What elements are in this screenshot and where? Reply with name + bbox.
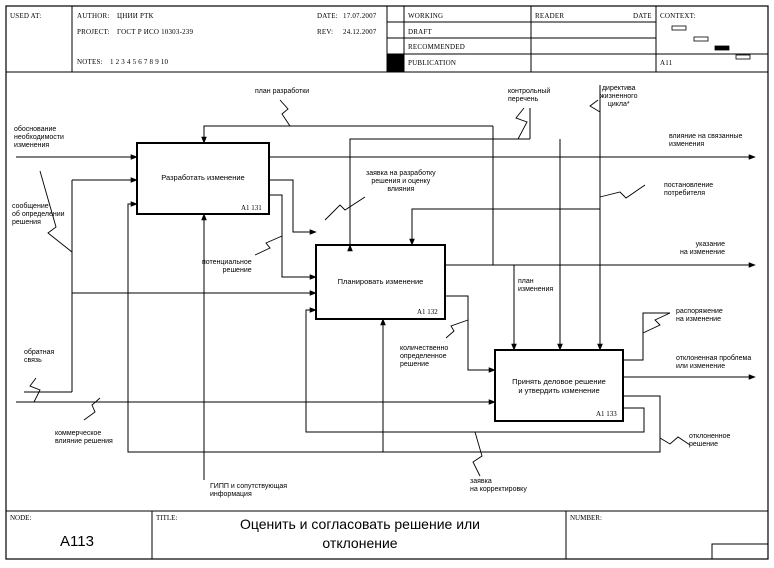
notes-label: NOTES: (77, 58, 103, 66)
rev-label: REV: (317, 28, 334, 36)
status-working: WORKING (408, 12, 444, 20)
label-rejected-problem: отклоненная проблема или изменение (676, 355, 752, 370)
box-a1132 (315, 244, 446, 320)
node-value: A113 (60, 533, 94, 550)
arrow-consumer-decision (409, 208, 600, 246)
context-node: A11 (660, 59, 673, 67)
box-a1131 (136, 142, 270, 215)
label-directive: директива жизненного цикла* (600, 85, 638, 108)
notes-value: 1 2 3 4 5 6 7 8 9 10 (110, 58, 169, 66)
node-label: NODE: (10, 514, 32, 522)
arrow-rejected-solution (127, 201, 661, 453)
date-value: 17.07.2007 (343, 12, 377, 20)
label-potential-solution: потенциальное решение (202, 259, 252, 274)
box-a1133-id: A1 133 (596, 410, 617, 418)
arrow-control-list (347, 138, 530, 252)
label-justification: обоснование необходимости изменения (14, 126, 64, 149)
footer-grid (6, 510, 769, 560)
label-rejected-solution: отклоненное решение (689, 433, 731, 448)
author-label: AUTHOR: (77, 12, 110, 20)
label-order: распоряжение на изменение (676, 308, 723, 323)
arrow-order (623, 312, 670, 361)
label-request: заявка на разработку решения и оценку вл… (366, 170, 436, 193)
date-label: DATE: (317, 12, 338, 20)
publication-marker (387, 54, 404, 72)
author-value: ЦНИИ РТК (117, 12, 154, 20)
label-gipp: ГИПП и сопутствующая информация (210, 483, 288, 498)
label-change-plan: план изменения (518, 278, 554, 293)
status-draft: DRAFT (408, 28, 432, 36)
arrow-message (71, 180, 137, 392)
box-a1131-title: Разработать изменение (161, 173, 245, 182)
label-control-list: контрольный перечень (508, 88, 551, 103)
status-publication: PUBLICATION (408, 59, 457, 67)
used-at-label: USED AT: (10, 12, 42, 20)
label-correction-request: заявка на корректировку (470, 478, 527, 493)
title-label: TITLE: (156, 514, 178, 522)
context-thumbnail (671, 25, 751, 60)
status-recommended: RECOMMENDED (408, 43, 466, 51)
arrow-quantified (445, 295, 496, 373)
label-squiggles (29, 99, 691, 477)
label-plan-dev: план разработки (255, 88, 310, 95)
arrow-potential-solution (269, 179, 317, 235)
arrow-plan-dev (201, 125, 493, 144)
project-value: ГОСТ Р ИСО 10303-239 (117, 28, 194, 36)
reader-date-label: DATE (633, 12, 652, 20)
label-consumer-decision: постановление потребителя (664, 182, 714, 197)
box-a1132-id: A1 132 (417, 308, 438, 316)
rev-value: 24.12.2007 (343, 28, 377, 36)
number-label: NUMBER: (570, 514, 602, 522)
label-instruction: указание на изменение (680, 241, 725, 256)
label-quantified: количественно определенное решение (400, 345, 449, 368)
reader-label: READER (535, 12, 565, 20)
label-commercial: коммерческое влияние решения (55, 430, 113, 445)
label-message: сообщение об определении решения (12, 203, 65, 226)
box-a1133-title: Принять деловое решение и утвердить изме… (512, 377, 606, 395)
label-impact-related: влияние на связанные изменения (669, 133, 743, 148)
project-label: PROJECT: (77, 28, 110, 36)
context-label: CONTEXT: (660, 12, 696, 20)
box-a1132-title: Планировать изменение (337, 277, 424, 286)
page-title: Оценить и согласовать решение или отклон… (239, 516, 481, 551)
label-feedback: обратная связь (24, 349, 55, 364)
box-a1131-id: A1 131 (241, 204, 262, 212)
